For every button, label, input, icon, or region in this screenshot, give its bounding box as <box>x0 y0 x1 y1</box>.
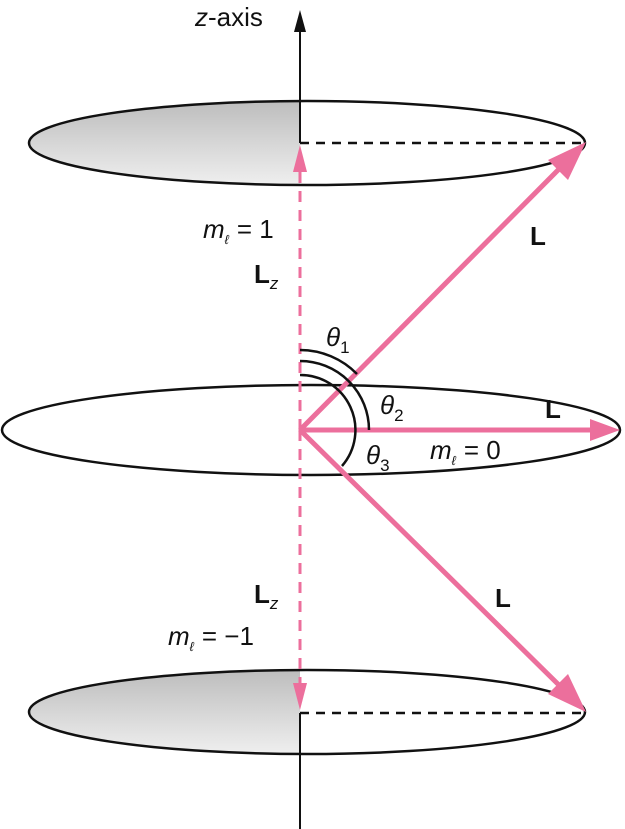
bottom-lz-label: Lz <box>254 579 279 613</box>
lz-up-arrowhead-icon <box>293 145 307 172</box>
bottom-orbit-ellipse <box>27 668 587 756</box>
lz-down-arrowhead-icon <box>293 683 307 710</box>
theta2-arc <box>299 359 371 431</box>
middle-ml-label: mℓ= 0 <box>430 435 501 468</box>
lz-components <box>293 145 307 710</box>
top-l-label: L <box>530 221 546 251</box>
l-vector-up <box>298 160 568 432</box>
top-lz-label: Lz <box>254 259 279 293</box>
top-ml-label: mℓ= 1 <box>203 214 274 247</box>
bottom-ml-label: mℓ= −1 <box>168 621 254 654</box>
l-vectors <box>298 142 620 712</box>
bottom-l-label: L <box>495 583 511 613</box>
l-vector-down <box>298 428 568 694</box>
theta2-label: θ2 <box>380 390 404 425</box>
theta3-label: θ3 <box>366 440 390 475</box>
z-axis-arrowhead-icon <box>294 10 306 32</box>
theta1-label: θ1 <box>326 322 350 357</box>
middle-l-label: L <box>545 394 561 424</box>
l-up-arrowhead-icon <box>548 142 586 180</box>
l-horizontal-arrowhead-icon <box>590 419 620 441</box>
theta1-arc <box>299 348 358 375</box>
z-axis <box>294 10 306 829</box>
theta3-arc <box>299 373 357 467</box>
l-down-arrowhead-icon <box>548 674 586 712</box>
angle-arcs <box>299 348 371 467</box>
top-orbit-ellipse <box>27 99 587 187</box>
z-axis-label: z-axis <box>194 2 263 32</box>
